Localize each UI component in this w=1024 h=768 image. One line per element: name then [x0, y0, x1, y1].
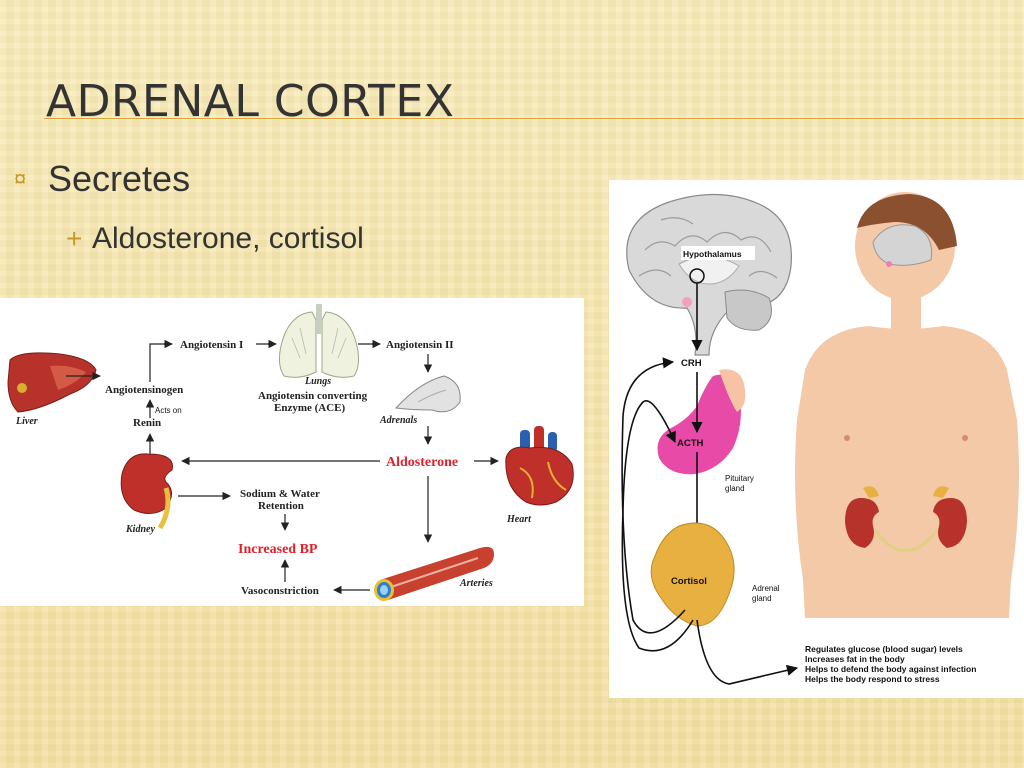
bullet-text: Secretes — [48, 158, 191, 199]
bullet-text: Aldosterone, cortisol — [92, 222, 364, 255]
lungs-icon — [278, 304, 360, 378]
angiotensin1-label: Angiotensin I — [180, 339, 243, 351]
crh-label: CRH — [681, 358, 702, 369]
brain-icon — [626, 193, 792, 356]
angiotensinogen-label: Angiotensinogen — [105, 384, 183, 396]
liver-icon — [7, 352, 97, 413]
increased-bp-label: Increased BP — [238, 542, 318, 557]
sodium-line1: Sodium & Water — [240, 488, 320, 500]
kidney-label: Kidney — [125, 524, 155, 535]
arteries-label: Arteries — [459, 578, 493, 589]
adrenals-label: Adrenals — [379, 415, 417, 426]
aldosterone-label: Aldosterone — [386, 455, 458, 470]
human-body-icon — [795, 192, 1019, 618]
adrenal-line2: gland — [752, 594, 772, 603]
adrenal-line1: Adrenal — [752, 584, 780, 593]
liver-label: Liver — [15, 416, 38, 427]
title-divider — [44, 118, 1024, 119]
pituitary-icon — [657, 369, 746, 475]
bullet-level2: + Aldosterone, cortisol — [66, 222, 364, 256]
angiotensin2-label: Angiotensin II — [386, 339, 454, 351]
renin-label: Renin — [133, 417, 161, 429]
effect-line-3: Helps to defend the body against infecti… — [805, 664, 976, 674]
ace-line2: Enzyme (ACE) — [274, 402, 346, 414]
sodium-line2: Retention — [258, 500, 304, 512]
lungs-label: Lungs — [304, 376, 331, 387]
hpa-axis-diagram: Hypothalamus CRH ACTH Pituitary gland Co… — [609, 180, 1024, 698]
adrenal-icon — [394, 375, 461, 413]
bullet-marker-x-icon: ¤ — [14, 166, 27, 191]
effect-line-4: Helps the body respond to stress — [805, 674, 940, 684]
acth-label: ACTH — [677, 438, 704, 449]
acts-on-label: Acts on — [155, 406, 182, 415]
hypothalamus-label: Hypothalamus — [683, 249, 742, 259]
heart-icon — [505, 426, 574, 506]
raas-diagram: Liver Angiotensinogen Angiotensin I Acts… — [0, 298, 584, 606]
heart-label: Heart — [506, 514, 532, 525]
bullet-marker-plus-icon: + — [66, 223, 83, 254]
effect-line-2: Increases fat in the body — [805, 654, 905, 664]
effect-line-1: Regulates glucose (blood sugar) levels — [805, 644, 963, 654]
cortisol-label: Cortisol — [671, 576, 707, 587]
bullet-level1: ¤ Secretes — [14, 158, 190, 200]
kidney-icon — [120, 453, 173, 530]
pituitary-line1: Pituitary — [725, 474, 754, 483]
artery-icon — [374, 546, 494, 601]
adrenal-gland-icon — [650, 522, 735, 627]
hypothalamus-label-bg — [681, 246, 755, 260]
pituitary-line2: gland — [725, 484, 745, 493]
ace-line1: Angiotensin converting — [258, 390, 368, 402]
vasoconstriction-label: Vasoconstriction — [241, 585, 319, 597]
slide-title: ADRENAL CORTEX — [46, 76, 455, 127]
